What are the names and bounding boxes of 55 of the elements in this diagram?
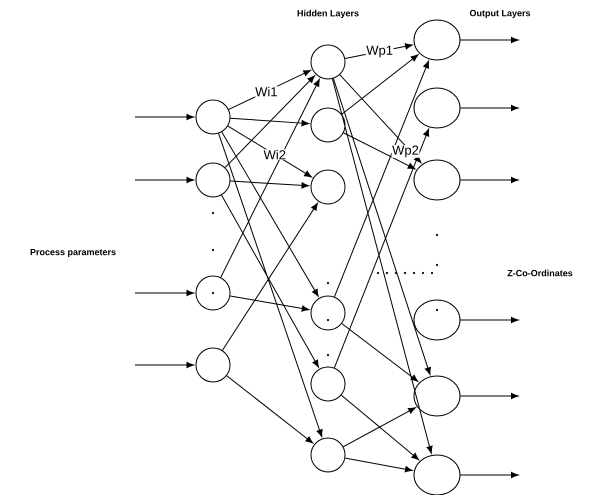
arrow (341, 323, 418, 382)
arrow (230, 296, 310, 312)
arrow (220, 78, 320, 278)
neuron-circle (310, 108, 346, 142)
arrow (332, 78, 433, 454)
arrow (460, 316, 518, 324)
arrow (460, 36, 518, 44)
arrow (230, 118, 310, 126)
output-neuron-ellipse (414, 375, 460, 416)
weight-label: Wi1 (254, 86, 278, 97)
arrow (226, 375, 314, 444)
arrow (334, 60, 430, 298)
arrow (224, 75, 315, 168)
neuron-circle (310, 437, 346, 472)
arrow (134, 176, 194, 184)
neuron-circle (310, 366, 346, 402)
arrow (332, 78, 431, 375)
arrow (340, 394, 419, 460)
output-neuron-ellipse (414, 88, 460, 128)
arrow (218, 133, 323, 438)
neuron-circle (310, 170, 346, 204)
neuron-circle (310, 44, 346, 80)
layer-label: Z-Co-Ordinates (508, 270, 572, 276)
arrow (227, 126, 312, 178)
arrow (228, 70, 311, 110)
weight-label: Wi2 (263, 149, 286, 160)
arrow (134, 362, 194, 368)
layer-label: Output Layers (470, 10, 530, 18)
arrow (134, 290, 194, 296)
arrow (342, 407, 416, 448)
output-neuron-ellipse (414, 20, 460, 60)
output-neuron-ellipse (414, 299, 460, 340)
arrow (334, 128, 430, 368)
neuron-circle (196, 276, 230, 310)
arrow (460, 104, 518, 112)
arrow (460, 392, 518, 400)
arrow (460, 176, 518, 184)
weight-label: Wp2 (392, 145, 420, 158)
arrow (343, 132, 416, 170)
arrow (460, 472, 518, 478)
neuron-circle (196, 348, 230, 382)
neuron-circle (196, 100, 230, 134)
arrow (134, 114, 194, 120)
neuron-circle (196, 162, 230, 198)
arrow (341, 54, 418, 115)
arrow (230, 180, 310, 189)
arrow (221, 194, 319, 368)
layer-label: Hidden Layers (298, 10, 359, 18)
layer-label: Process parameters (30, 248, 116, 258)
neuron-circle (310, 296, 346, 330)
weight-label: Wp1 (366, 45, 394, 58)
output-neuron-ellipse (414, 160, 460, 200)
arrow (344, 458, 413, 472)
arrow (222, 202, 318, 351)
arrow (221, 132, 319, 297)
